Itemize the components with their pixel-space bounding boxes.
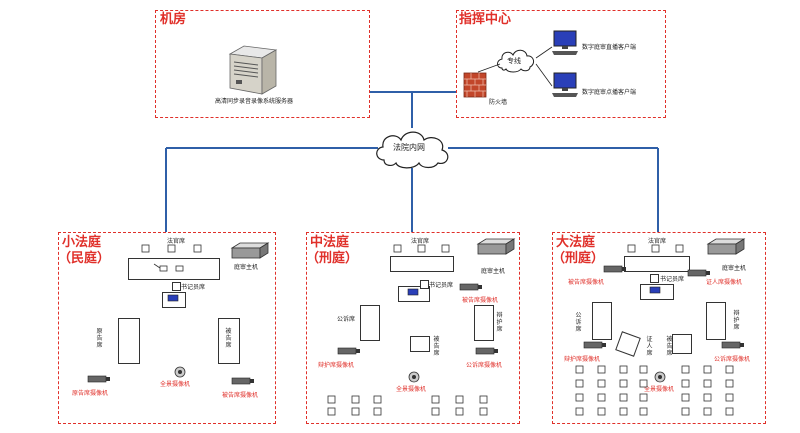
large-court-camera-prosecution-label: 公诉席摄像机	[714, 356, 751, 363]
large-court-host-label: 庭审主机	[722, 265, 747, 272]
command-center-title: 指挥中心	[459, 12, 512, 27]
large-court-camera-defendant	[603, 265, 626, 273]
large-court-subtitle: （刑庭）	[552, 251, 605, 266]
large-court-prosecution-desk	[592, 302, 612, 340]
small-court-clerk-desk	[162, 292, 186, 308]
machine-room-box	[155, 10, 370, 118]
live-client-monitor-icon	[552, 30, 578, 55]
large-court-host-icon	[706, 238, 746, 255]
medium-court-camera-panorama-label: 全景摄像机	[396, 386, 427, 393]
machine-room-title: 机房	[160, 12, 187, 27]
large-court-camera-defense	[583, 341, 606, 349]
small-court-host-icon	[230, 242, 270, 259]
small-court-judge-seats	[141, 244, 202, 253]
large-court-judge-seats	[627, 244, 684, 253]
small-court-camera-panorama-label: 全景摄像机	[160, 381, 191, 388]
medium-court-defense-label: 辩护席	[496, 312, 503, 333]
large-court-clerk-pc	[649, 286, 661, 294]
large-court-judge-label: 法官席	[648, 238, 667, 245]
medium-court-subtitle: （刑庭）	[306, 251, 359, 266]
small-court-subtitle: （民庭）	[58, 251, 111, 266]
large-court-title: 大法庭	[556, 235, 596, 250]
small-court-clerk-seat	[172, 282, 181, 291]
medium-court-prosecution-desk	[360, 305, 380, 341]
firewall-icon	[463, 72, 487, 98]
court-intranet-cloud	[376, 131, 449, 169]
firewall-label: 防火墙	[489, 99, 508, 106]
medium-court-host-label: 庭审主机	[481, 268, 506, 275]
medium-court-camera-defense	[337, 347, 360, 355]
medium-court-clerk-seat	[420, 280, 429, 289]
large-court-box	[552, 232, 766, 424]
small-court-plaintiff-label: 原告席	[96, 328, 103, 349]
large-court-camera-panorama-label: 全景摄像机	[644, 386, 675, 393]
small-court-plaintiff-desk	[118, 318, 140, 364]
medium-court-camera-prosecution	[475, 347, 498, 355]
private-line-cloud	[497, 49, 535, 73]
small-court-box	[58, 232, 276, 424]
large-court-clerk-desk	[640, 284, 674, 300]
medium-court-camera-defendant	[459, 283, 482, 291]
small-court-camera-plaintiff	[87, 375, 110, 383]
small-court-defendant-desk	[218, 318, 240, 364]
medium-court-clerk-label: 书记员席	[429, 282, 454, 289]
small-court-judge-mics	[153, 263, 184, 272]
small-court-clerk-pc	[167, 294, 179, 302]
medium-court-clerk-desk	[398, 286, 430, 302]
large-court-clerk-seat	[650, 274, 659, 283]
small-court-camera-defendant	[231, 377, 254, 385]
medium-court-camera-prosecution-label: 公诉席摄像机	[466, 362, 503, 369]
small-court-judge-label: 法官席	[167, 238, 186, 245]
large-court-camera-witness	[687, 269, 710, 277]
large-court-camera-panorama	[654, 371, 666, 383]
large-court-prosecution-label: 公诉席	[575, 312, 582, 333]
small-court-clerk-label: 书记员席	[181, 284, 206, 291]
large-court-camera-defense-label: 辩护席摄像机	[564, 356, 601, 363]
large-court-camera-defendant-label: 被告席摄像机	[568, 279, 605, 286]
command-center-box	[456, 10, 666, 118]
private-line-label: 专线	[507, 57, 521, 65]
medium-court-camera-panorama	[408, 371, 420, 383]
medium-court-defense-desk	[474, 305, 494, 341]
large-court-defense-label: 辩护席	[733, 310, 740, 331]
large-court-judge-bench	[624, 256, 690, 272]
vod-client-monitor-icon	[552, 72, 578, 97]
small-court-title: 小法庭	[62, 235, 102, 250]
live-client-label: 数字庭审直播客户端	[582, 44, 637, 51]
medium-court-judge-label: 法官席	[411, 238, 430, 245]
large-court-defense-desk	[706, 302, 726, 340]
large-court-camera-prosecution	[721, 341, 744, 349]
large-court-witness-label: 证人席	[646, 336, 653, 357]
medium-court-prosecution-label: 公诉席	[336, 316, 355, 323]
court-intranet-label: 法院内网	[393, 143, 425, 152]
medium-court-defendant-label: 被告席	[433, 336, 440, 357]
medium-court-gallery-seats	[327, 395, 488, 416]
medium-court-box	[306, 232, 520, 424]
medium-court-camera-defendant-label: 被告席摄像机	[462, 297, 499, 304]
large-court-clerk-label: 书记员席	[660, 276, 685, 283]
medium-court-defendant-desk	[410, 336, 430, 352]
medium-court-title: 中法庭	[310, 235, 350, 250]
vod-client-label: 数字庭审点播客户端	[582, 89, 637, 96]
large-court-defendant-label: 被告席	[666, 336, 673, 357]
small-court-camera-panorama	[174, 366, 186, 378]
medium-court-host-icon	[476, 238, 516, 255]
small-court-judge-bench	[128, 258, 220, 280]
medium-court-camera-defense-label: 辩护席摄像机	[318, 362, 355, 369]
small-court-camera-defendant-label: 被告席摄像机	[222, 392, 259, 399]
large-court-defendant-desk	[672, 334, 692, 354]
large-court-gallery-seats	[575, 365, 734, 416]
server-label: 高清同步录音录像系统服务器	[214, 98, 293, 105]
medium-court-clerk-pc	[407, 288, 419, 296]
small-court-camera-plaintiff-label: 原告席摄像机	[72, 390, 109, 397]
medium-court-judge-seats	[393, 244, 450, 253]
large-court-camera-witness-label: 证人席摄像机	[706, 279, 743, 286]
small-court-defendant-label: 被告席	[225, 328, 232, 349]
server-icon	[228, 45, 278, 95]
small-court-host-label: 庭审主机	[234, 264, 259, 271]
medium-court-judge-bench	[390, 256, 454, 272]
